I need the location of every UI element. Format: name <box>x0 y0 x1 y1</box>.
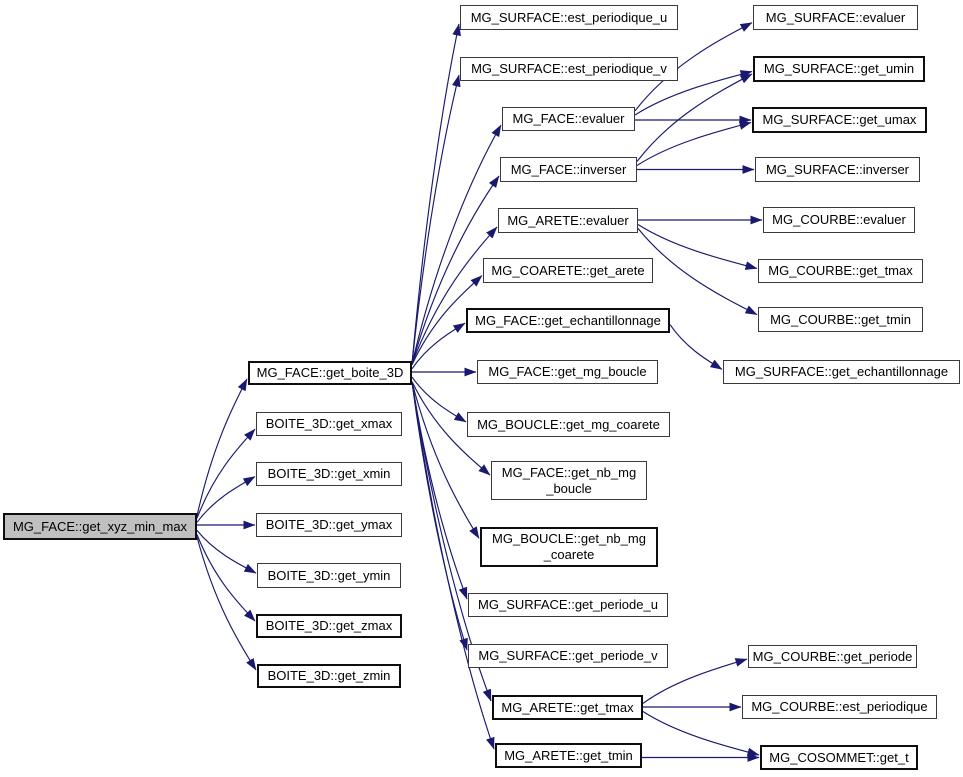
edge-face_inverser-to-surf_get_umax <box>636 121 752 166</box>
node-cosommet_get_t[interactable]: MG_COSOMMET::get_t <box>760 745 918 770</box>
edge-get_boite_3d-to-boucle_get_mg_coarete <box>411 376 467 423</box>
edge-arete_get_tmax-to-cosommet_get_t <box>642 711 760 757</box>
edge-face_get_echantillonnage-to-surf_get_echantillonnage <box>669 324 723 370</box>
edge-get_boite_3d-to-face_get_echantillonnage <box>411 322 466 370</box>
edge-get_xyz_min_max-to-get_boite_3d <box>196 378 248 517</box>
node-coarete_get_arete[interactable]: MG_COARETE::get_arete <box>483 258 653 283</box>
node-face_evaluer[interactable]: MG_FACE::evaluer <box>502 107 635 131</box>
edge-get_boite_3d-to-arete_evaluer <box>411 226 498 365</box>
node-surf_get_umin[interactable]: MG_SURFACE::get_umin <box>753 56 925 82</box>
node-arete_get_tmin[interactable]: MG_ARETE::get_tmin <box>495 743 642 768</box>
node-courbe_evaluer[interactable]: MG_COURBE::evaluer <box>763 207 915 233</box>
node-surf_get_periode_u[interactable]: MG_SURFACE::get_periode_u <box>468 593 668 617</box>
node-courbe_get_periode[interactable]: MG_COURBE::get_periode <box>748 645 917 668</box>
node-face_inverser[interactable]: MG_FACE::inverser <box>500 157 637 182</box>
node-face_get_echantillonnage[interactable]: MG_FACE::get_echantillonnage <box>466 308 670 333</box>
edge-get_boite_3d-to-arete_get_tmax <box>411 381 492 702</box>
edge-get_boite_3d-to-surf_est_periodique_u <box>411 23 461 365</box>
edge-get_xyz_min_max-to-boite_get_zmax <box>196 534 256 622</box>
edge-face_inverser-to-surf_get_umin <box>636 73 753 162</box>
node-surf_get_echantillonnage[interactable]: MG_SURFACE::get_echantillonnage <box>723 360 960 384</box>
edge-arete_evaluer-to-courbe_get_tmax <box>637 224 758 270</box>
node-surf_inverser[interactable]: MG_SURFACE::inverser <box>755 157 920 182</box>
edge-get_boite_3d-to-face_inverser <box>411 175 500 365</box>
node-courbe_get_tmin[interactable]: MG_COURBE::get_tmin <box>758 307 923 332</box>
node-surf_est_periodique_u[interactable]: MG_SURFACE::est_periodique_u <box>460 5 678 30</box>
edge-get_boite_3d-to-face_get_nb_mg_boucle <box>411 381 491 476</box>
node-boucle_get_nb_mg_coarete[interactable]: MG_BOUCLE::get_nb_mg _coarete <box>480 527 658 567</box>
node-courbe_est_periodique[interactable]: MG_COURBE::est_periodique <box>742 695 937 719</box>
node-surf_get_periode_v[interactable]: MG_SURFACE::get_periode_v <box>468 644 668 668</box>
node-face_get_mg_boucle[interactable]: MG_FACE::get_mg_boucle <box>477 360 658 384</box>
node-boite_get_zmin[interactable]: BOITE_3D::get_zmin <box>257 664 401 688</box>
edge-get_boite_3d-to-surf_est_periodique_v <box>411 74 461 365</box>
node-boite_get_ymin[interactable]: BOITE_3D::get_ymin <box>257 563 401 588</box>
edge-get_xyz_min_max-to-boite_get_xmax <box>196 428 256 519</box>
node-boite_get_ymax[interactable]: BOITE_3D::get_ymax <box>256 513 402 537</box>
edge-get_boite_3d-to-surf_get_periode_v <box>411 381 468 651</box>
edge-get_xyz_min_max-to-boite_get_zmin <box>196 536 257 671</box>
node-face_get_nb_mg_boucle[interactable]: MG_FACE::get_nb_mg _boucle <box>491 461 647 500</box>
node-surf_est_periodique_v[interactable]: MG_SURFACE::est_periodique_v <box>460 57 678 81</box>
edge-arete_evaluer-to-courbe_get_tmin <box>637 228 758 316</box>
edge-get_boite_3d-to-surf_get_periode_u <box>411 381 468 600</box>
node-boite_get_xmin[interactable]: BOITE_3D::get_xmin <box>256 462 402 486</box>
edge-arete_get_tmax-to-courbe_get_periode <box>642 658 748 704</box>
edge-get_boite_3d-to-arete_get_tmin <box>411 381 495 750</box>
edge-get_xyz_min_max-to-boite_get_ymin <box>196 530 257 574</box>
edge-get_boite_3d-to-boucle_get_nb_mg_coarete <box>411 381 480 539</box>
node-boite_get_zmax[interactable]: BOITE_3D::get_zmax <box>256 614 402 638</box>
edge-face_evaluer-to-surf_evaluer <box>634 22 753 112</box>
edge-get_boite_3d-to-face_evaluer <box>411 124 502 365</box>
node-get_boite_3d[interactable]: MG_FACE::get_boite_3D <box>248 361 412 385</box>
node-courbe_get_tmax[interactable]: MG_COURBE::get_tmax <box>758 259 923 283</box>
node-get_xyz_min_max: MG_FACE::get_xyz_min_max <box>3 513 197 540</box>
edge-get_xyz_min_max-to-boite_get_xmin <box>196 476 256 523</box>
node-arete_get_tmax[interactable]: MG_ARETE::get_tmax <box>492 695 643 720</box>
node-boucle_get_mg_coarete[interactable]: MG_BOUCLE::get_mg_coarete <box>467 412 670 437</box>
node-surf_evaluer[interactable]: MG_SURFACE::evaluer <box>753 5 918 30</box>
edge-get_boite_3d-to-coarete_get_arete <box>411 275 483 366</box>
node-arete_evaluer[interactable]: MG_ARETE::evaluer <box>498 208 638 233</box>
node-boite_get_xmax[interactable]: BOITE_3D::get_xmax <box>256 412 402 436</box>
node-surf_get_umax[interactable]: MG_SURFACE::get_umax <box>752 107 927 133</box>
